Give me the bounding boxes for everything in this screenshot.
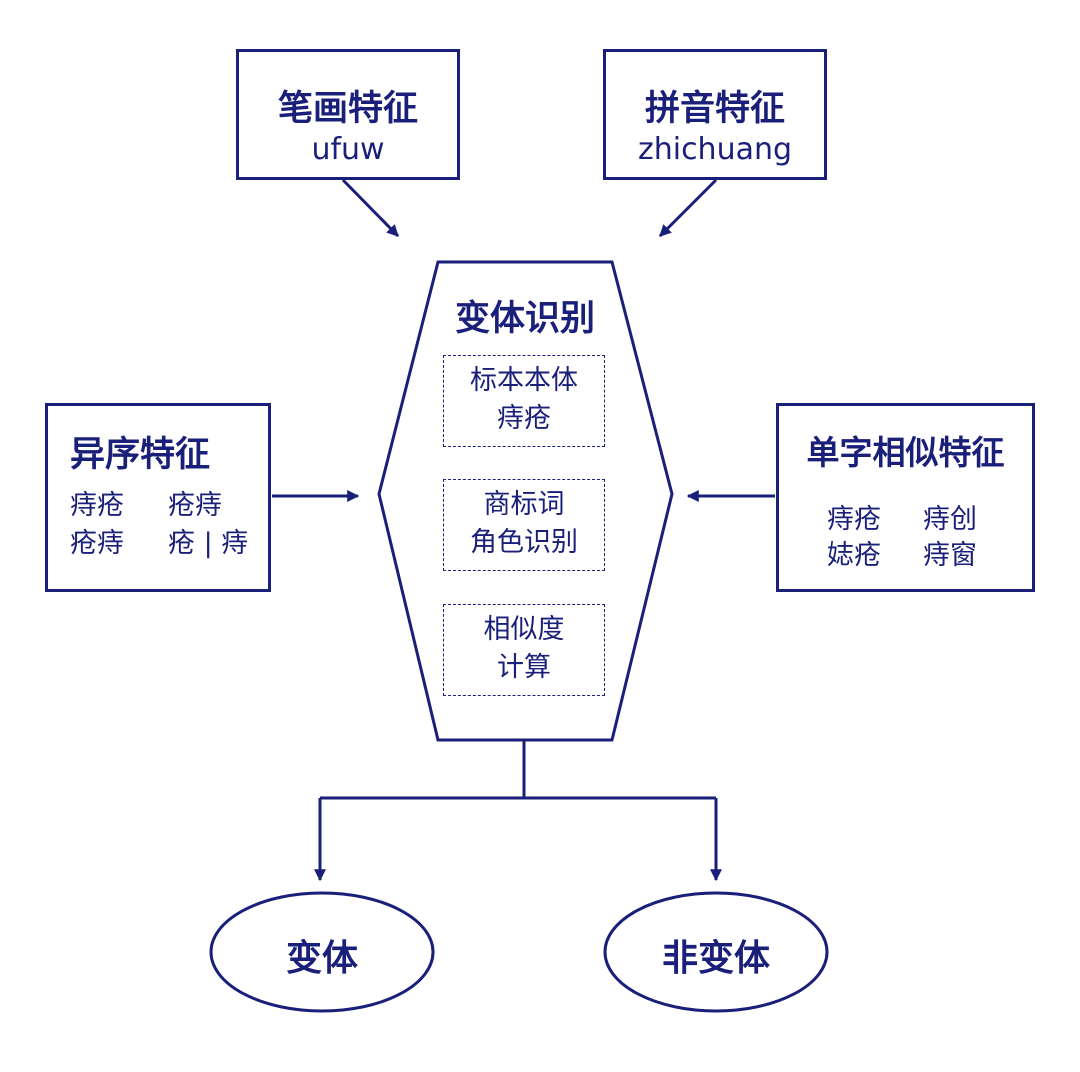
- order-feature-box: 异序特征 痔疮 疮痔 疮痔 疮 | 痔: [45, 403, 271, 592]
- module-similarity: 相似度 计算: [443, 604, 605, 696]
- stroke-feature-title: 笔画特征: [277, 89, 418, 129]
- module-role-line2: 角色识别: [470, 527, 578, 558]
- similar-char-feature-box: 单字相似特征 痔疮 痔创 娡疮 痔窗: [776, 403, 1035, 592]
- order-feature-title: 异序特征: [70, 435, 211, 475]
- module-ontology-line1: 标本本体: [470, 365, 578, 396]
- order-example-1: 痔疮: [70, 490, 124, 521]
- variant-oval: [209, 891, 435, 1013]
- similar-char-feature-title: 单字相似特征: [806, 433, 1005, 472]
- arrow-pinyin-to-center: [658, 178, 718, 238]
- pinyin-feature-title: 拼音特征: [644, 89, 785, 129]
- similar-example-3: 娡疮: [827, 540, 881, 571]
- non-variant-oval: [603, 891, 829, 1013]
- order-example-3: 疮痔: [70, 528, 124, 559]
- similar-example-2: 痔创: [923, 504, 977, 535]
- module-ontology-line2: 痔疮: [497, 403, 551, 434]
- module-role-recognition: 商标词 角色识别: [443, 479, 605, 571]
- module-role-line1: 商标词: [483, 489, 565, 520]
- order-example-2: 疮痔: [168, 490, 222, 521]
- pinyin-feature-box: 拼音特征 zhichuang: [603, 49, 827, 180]
- similar-example-4: 痔窗: [923, 540, 977, 571]
- center-title: 变体识别: [454, 299, 595, 339]
- variant-label: 变体: [285, 938, 358, 979]
- module-similarity-line2: 计算: [497, 652, 551, 683]
- module-similarity-line1: 相似度: [483, 614, 565, 645]
- order-example-4: 疮 | 痔: [168, 528, 249, 559]
- arrow-stroke-to-center: [341, 178, 400, 238]
- non-variant-label: 非变体: [661, 938, 770, 979]
- similar-example-1: 痔疮: [827, 504, 881, 535]
- pinyin-feature-code: zhichuang: [637, 132, 793, 167]
- stroke-feature-box: 笔画特征 ufuw: [236, 49, 460, 180]
- stroke-feature-code: ufuw: [311, 132, 385, 167]
- module-ontology: 标本本体 痔疮: [443, 355, 605, 447]
- center-hexagon: [377, 260, 674, 742]
